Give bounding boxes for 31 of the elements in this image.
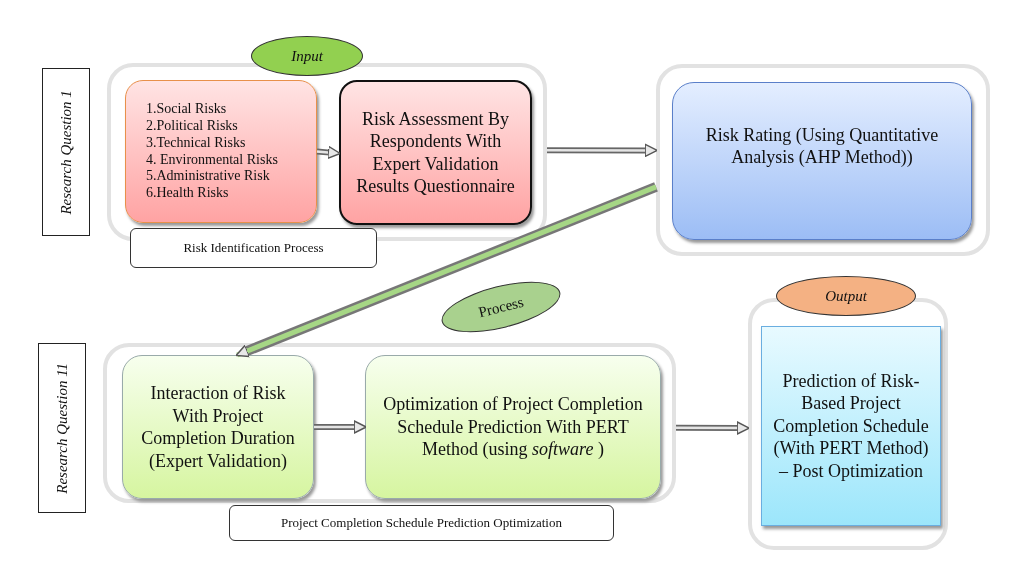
vertical-label: Research Question 1 <box>56 89 75 215</box>
list-item: 4. Environmental Risks <box>146 151 278 169</box>
label-box <box>42 68 90 236</box>
group-frame <box>107 63 547 241</box>
box-text: Prediction of Risk-Based Project Completion Schedule (With PERT Method) – Post Optimization <box>772 369 930 483</box>
box-text: Optimization of Project Completion Schedule Prediction With PERT Method (using software ) <box>382 393 644 461</box>
box-text: Input <box>291 46 323 66</box>
list-item: 3.Technical Risks <box>146 134 246 152</box>
caption-box <box>130 228 377 268</box>
list-item: 6.Health Risks <box>146 185 229 202</box>
box-text: Risk Rating (Using Quantitative Analysis (AHP Method)) <box>704 123 940 169</box>
list-item: 2.Political Risks <box>146 117 238 135</box>
box-text: Project Completion Schedule Prediction Optimization <box>281 514 562 532</box>
caption-box <box>229 505 614 541</box>
risk-list-box <box>125 80 317 223</box>
box-text: Process <box>476 292 526 322</box>
box-text: Output <box>825 286 867 306</box>
list-item: 5.Administrative Risk <box>146 168 270 186</box>
output-box <box>761 326 941 526</box>
group-frame <box>656 64 990 256</box>
process-box <box>122 355 314 499</box>
list-item: 1.Social Risks <box>146 101 227 118</box>
box-text: Risk Assessment By Respondents With Expert Validation Results Questionnaire <box>355 107 516 198</box>
process-box <box>672 82 972 240</box>
label-box <box>38 343 86 513</box>
group-frame <box>103 343 676 503</box>
box-text: Interaction of Risk With Project Completion Duration (Expert Validation) <box>140 382 296 472</box>
vertical-label: Research Question 11 <box>52 362 71 494</box>
process-box <box>339 80 532 225</box>
box-text: Risk Identification Process <box>183 239 324 257</box>
process-box <box>365 355 661 499</box>
